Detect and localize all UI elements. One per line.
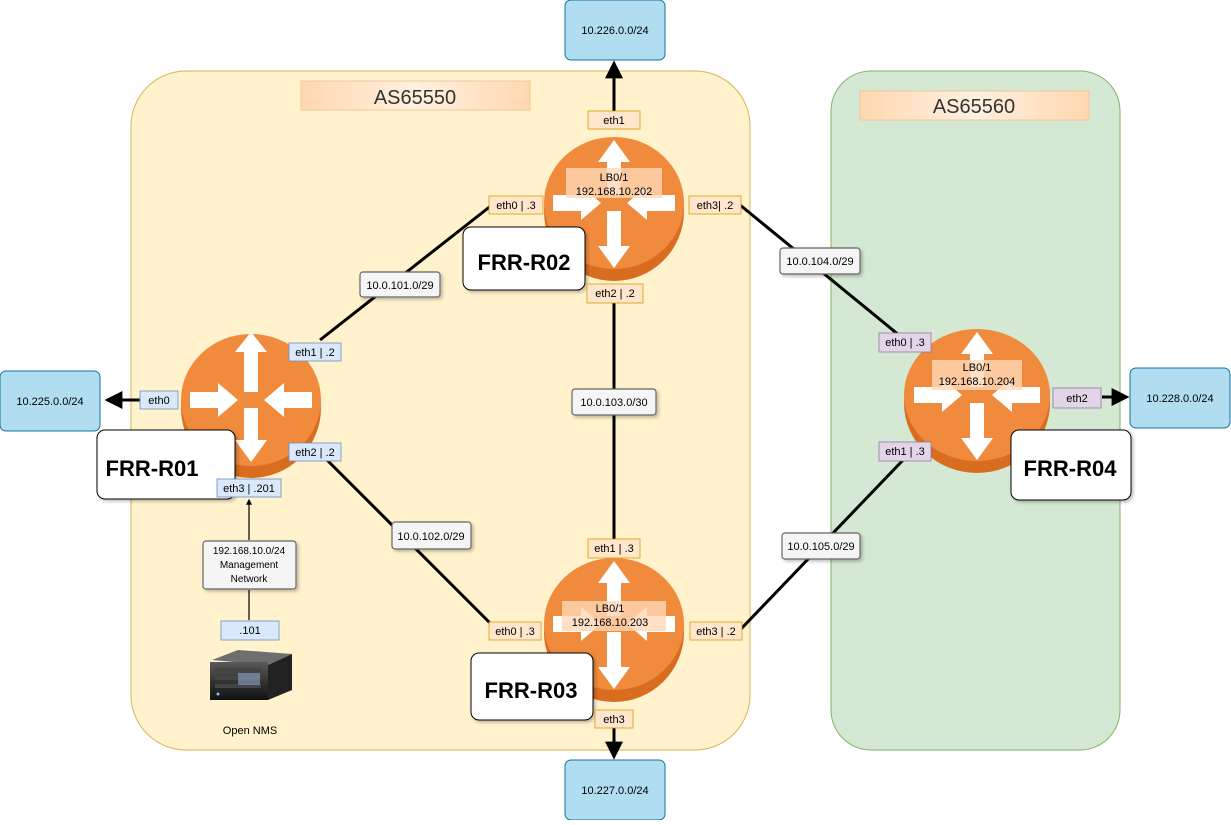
as-title: AS65550: [374, 87, 456, 109]
svg-text:Management: Management: [220, 560, 279, 571]
server-icon: [210, 650, 292, 700]
svg-text:eth3 | .201: eth3 | .201: [223, 483, 275, 495]
loopback-ip: 192.168.10.202: [576, 186, 652, 198]
router-name: FRR-R02: [478, 250, 571, 275]
router-name: FRR-R04: [1024, 456, 1118, 481]
svg-text:eth3: eth3: [603, 714, 624, 726]
network-10-227: 10.227.0.0/24: [564, 759, 666, 821]
router-name-card-r03: FRR-R03: [470, 652, 594, 721]
interface-label: eth1 | .3: [587, 538, 641, 559]
svg-text:10.0.104.0/29: 10.0.104.0/29: [786, 256, 853, 268]
network-10-228: 10.228.0.0/24: [1129, 367, 1231, 429]
interface-label: eth2 | .2: [586, 283, 644, 304]
loopback-name: LB0/1: [963, 362, 992, 374]
as-title-box: [859, 90, 1090, 121]
svg-text:eth1 | .3: eth1 | .3: [594, 543, 634, 555]
svg-text:eth0 | .3: eth0 | .3: [885, 337, 925, 349]
router-name-card-r01: FRR-R01: [96, 429, 236, 500]
interface-label: eth0: [139, 390, 179, 410]
interface-label: .101: [220, 620, 280, 641]
svg-text:eth3| .2: eth3| .2: [697, 200, 734, 212]
svg-text:eth0: eth0: [148, 395, 169, 407]
subnet-label: 10.0.102.0/29: [391, 521, 472, 550]
svg-text:10.0.102.0/29: 10.0.102.0/29: [397, 531, 464, 543]
subnet-label: 10.0.105.0/29: [781, 532, 861, 560]
as-title-box: [300, 80, 531, 111]
svg-text:eth0 | .3: eth0 | .3: [495, 626, 535, 638]
svg-text:eth1 | .3: eth1 | .3: [885, 446, 925, 458]
interface-label: eth3 | .201: [216, 478, 282, 498]
network-label: 10.228.0.0/24: [1146, 393, 1213, 405]
svg-text:10.0.103.0/30: 10.0.103.0/30: [580, 397, 647, 409]
loopback-ip: 192.168.10.204: [939, 376, 1015, 388]
loopback-name: LB0/1: [596, 603, 625, 615]
svg-text:eth0 | .3: eth0 | .3: [496, 200, 536, 212]
svg-text:eth2 | .2: eth2 | .2: [295, 447, 335, 459]
server-label: Open NMS: [223, 725, 277, 737]
svg-text:Network: Network: [231, 574, 269, 585]
network-10-226: 10.226.0.0/24: [564, 0, 666, 61]
interface-labels: eth1 eth0 | .3 eth3| .2 eth2 | .2 eth1 |…: [139, 110, 1102, 729]
interface-label: eth3: [594, 709, 634, 729]
router-icon: [190, 332, 312, 462]
interface-label: eth1: [587, 110, 641, 130]
router-name-card-r02: FRR-R02: [462, 226, 586, 291]
interface-label: eth0 | .3: [878, 332, 932, 353]
interface-label: eth1 | .2: [288, 342, 342, 362]
as-title: AS65560: [933, 96, 1015, 118]
router-name-card-r04: FRR-R04: [1010, 429, 1132, 501]
loopback-name: LB0/1: [600, 172, 629, 184]
svg-text:10.0.105.0/29: 10.0.105.0/29: [787, 541, 854, 553]
interface-label: eth1 | .3: [878, 441, 932, 462]
svg-text:.101: .101: [239, 625, 260, 637]
svg-text:eth2 | .2: eth2 | .2: [595, 288, 635, 300]
network-label: 10.227.0.0/24: [581, 785, 648, 797]
subnet-label: 10.0.101.0/29: [359, 271, 441, 298]
router-name: FRR-R03: [485, 678, 578, 703]
management-network-label: 192.168.10.0/24 Management Network: [202, 540, 297, 590]
interface-label: eth2: [1052, 387, 1102, 409]
network-10-225: 10.225.0.0/24: [0, 370, 101, 432]
router-name: FRR-R01: [106, 456, 199, 481]
interface-label: eth0 | .3: [488, 621, 542, 641]
svg-text:eth1: eth1: [603, 115, 624, 127]
svg-text:eth1 | .2: eth1 | .2: [295, 347, 335, 359]
svg-text:192.168.10.0/24: 192.168.10.0/24: [213, 546, 286, 557]
subnet-label: 10.0.104.0/29: [779, 247, 861, 275]
svg-text:eth3 | .2: eth3 | .2: [696, 626, 736, 638]
interface-label: eth3| .2: [688, 195, 742, 215]
interface-label: eth0 | .3: [488, 195, 544, 215]
network-label: 10.226.0.0/24: [581, 25, 648, 37]
subnet-label: 10.0.103.0/30: [571, 388, 657, 416]
svg-text:10.0.101.0/29: 10.0.101.0/29: [366, 280, 433, 292]
svg-text:eth2: eth2: [1066, 393, 1087, 405]
subnet-labels: 10.0.101.0/29 10.0.102.0/29 10.0.103.0/3…: [202, 247, 861, 590]
loopback-ip: 192.168.10.203: [572, 617, 648, 629]
interface-label: eth3 | .2: [689, 621, 743, 641]
network-label: 10.225.0.0/24: [16, 396, 83, 408]
interface-label: eth2 | .2: [288, 442, 342, 462]
